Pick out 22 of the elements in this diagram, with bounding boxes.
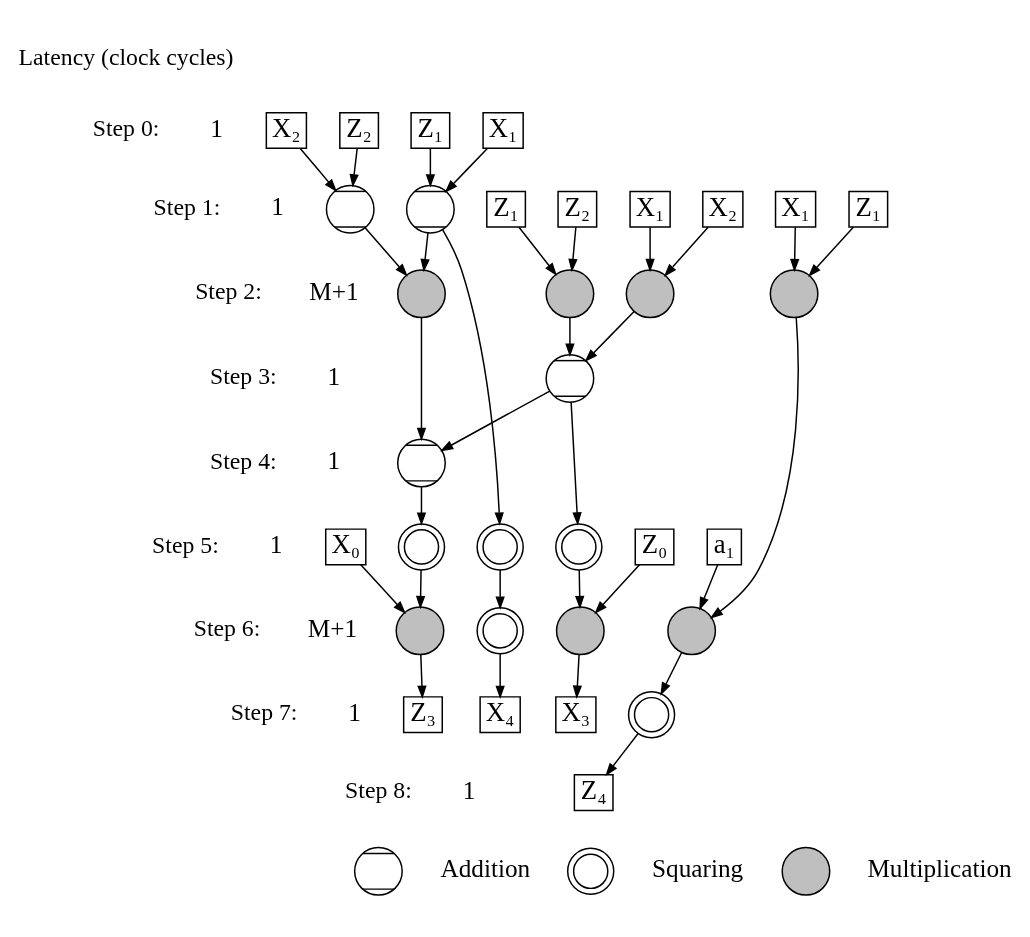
label: 1 [327,446,341,474]
label: Step 0: [92,114,160,141]
label: M+1 [307,614,358,642]
node-label: Addition [440,854,531,882]
label: Step 2: [195,277,262,304]
label: 1 [327,362,341,390]
label: Step 6: [193,614,261,641]
label: Step 4: [210,447,277,474]
label: 1 [462,776,476,804]
label: 1 [348,698,361,726]
label: 1 [271,192,284,220]
label: Step 3: [210,362,277,389]
node-label: Multiplication [867,854,1012,882]
label: Step 1: [153,193,221,220]
label: Latency (clock cycles) [18,43,234,70]
label: 1 [210,114,223,142]
label: Step 7: [230,698,298,725]
label: Step 8: [345,776,412,803]
label: M+1 [309,277,359,305]
label: Step 5: [152,531,219,558]
label: 1 [269,530,283,558]
node-label: Squaring [652,854,744,882]
